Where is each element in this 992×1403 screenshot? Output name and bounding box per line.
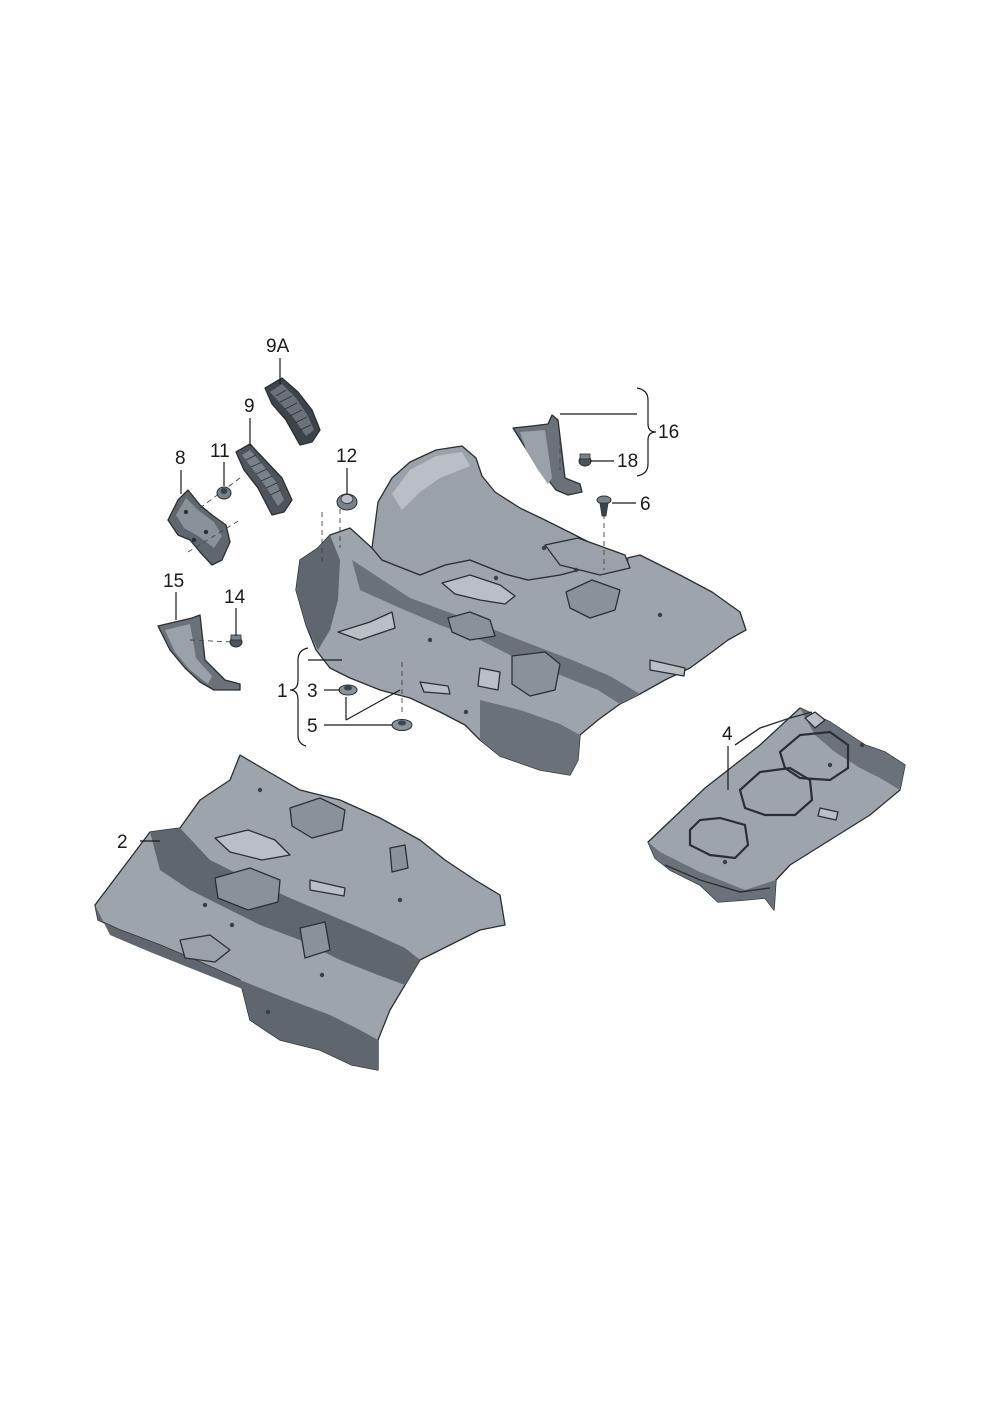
label-6: 6 (640, 494, 651, 515)
label-2: 2 (117, 832, 128, 853)
label-8: 8 (175, 448, 186, 469)
label-18: 18 (617, 451, 638, 472)
part-2-floor-carpet (94, 754, 506, 1071)
position-labels: 9A 9 8 11 12 15 14 16 18 6 1 3 5 2 4 (117, 336, 733, 853)
label-4: 4 (722, 724, 733, 745)
label-3: 3 (307, 681, 318, 702)
part-9-foot-rest (235, 443, 293, 516)
part-1-floor-carpet (295, 445, 747, 776)
label-12: 12 (336, 446, 357, 467)
leader-lines (140, 358, 729, 842)
part-5-retainer (391, 719, 413, 731)
part-18-clip (578, 453, 592, 467)
label-9a: 9A (266, 336, 290, 357)
part-11-nut (216, 486, 232, 500)
label-1: 1 (277, 681, 288, 702)
part-14-clip (229, 634, 243, 648)
label-11: 11 (210, 441, 230, 462)
label-16: 16 (658, 422, 679, 443)
part-12-grommet (336, 493, 358, 511)
part-6-push-clip (596, 495, 612, 517)
part-16-trim-panel (512, 414, 583, 496)
part-15-trim-panel (157, 614, 241, 691)
label-14: 14 (224, 587, 246, 608)
part-4-rear-insulation (647, 707, 906, 911)
label-15: 15 (163, 571, 184, 592)
label-9: 9 (244, 396, 255, 417)
label-5: 5 (307, 716, 318, 737)
part-8-bracket (167, 477, 241, 566)
part-9a-pedal-pad (264, 377, 321, 446)
part-3-retainer (338, 684, 358, 696)
